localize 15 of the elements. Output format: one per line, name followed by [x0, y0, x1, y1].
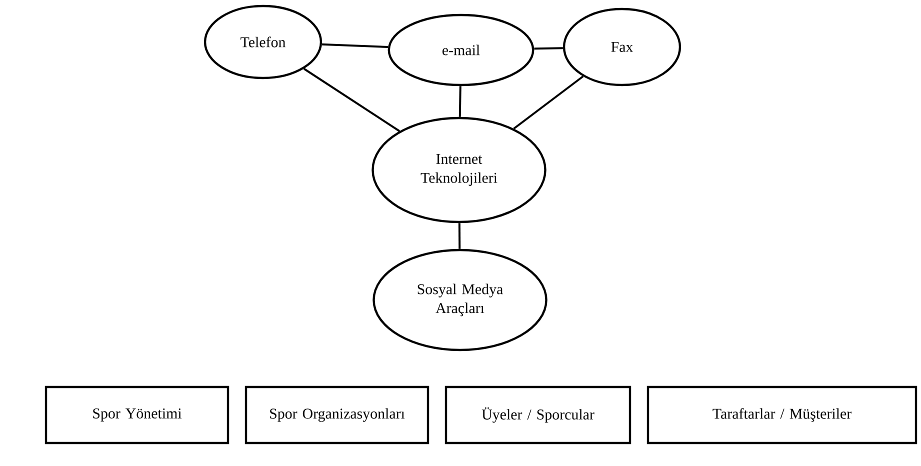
- ellipse-node: Internet Teknolojileri: [372, 116, 546, 224]
- connector-line: [458, 86, 462, 117]
- box-node: Spor Yönetimi: [44, 386, 230, 444]
- ellipse-node: e-mail: [388, 14, 534, 86]
- connector-line: [458, 223, 461, 249]
- ellipse-node: Sosyal Medya Araçları: [372, 248, 548, 352]
- connector-line: [322, 43, 388, 48]
- connector-line: [513, 76, 584, 130]
- box-node: Üyeler / Sporcular: [444, 386, 632, 444]
- connector-line: [303, 68, 400, 132]
- box-node: Taraftarlar / Müşteriler: [646, 386, 918, 444]
- ellipse-node: Fax: [562, 8, 682, 86]
- box-node: Spor Organizasyonları: [244, 386, 430, 444]
- connector-line: [534, 47, 563, 50]
- ellipse-node: Telefon: [204, 4, 322, 80]
